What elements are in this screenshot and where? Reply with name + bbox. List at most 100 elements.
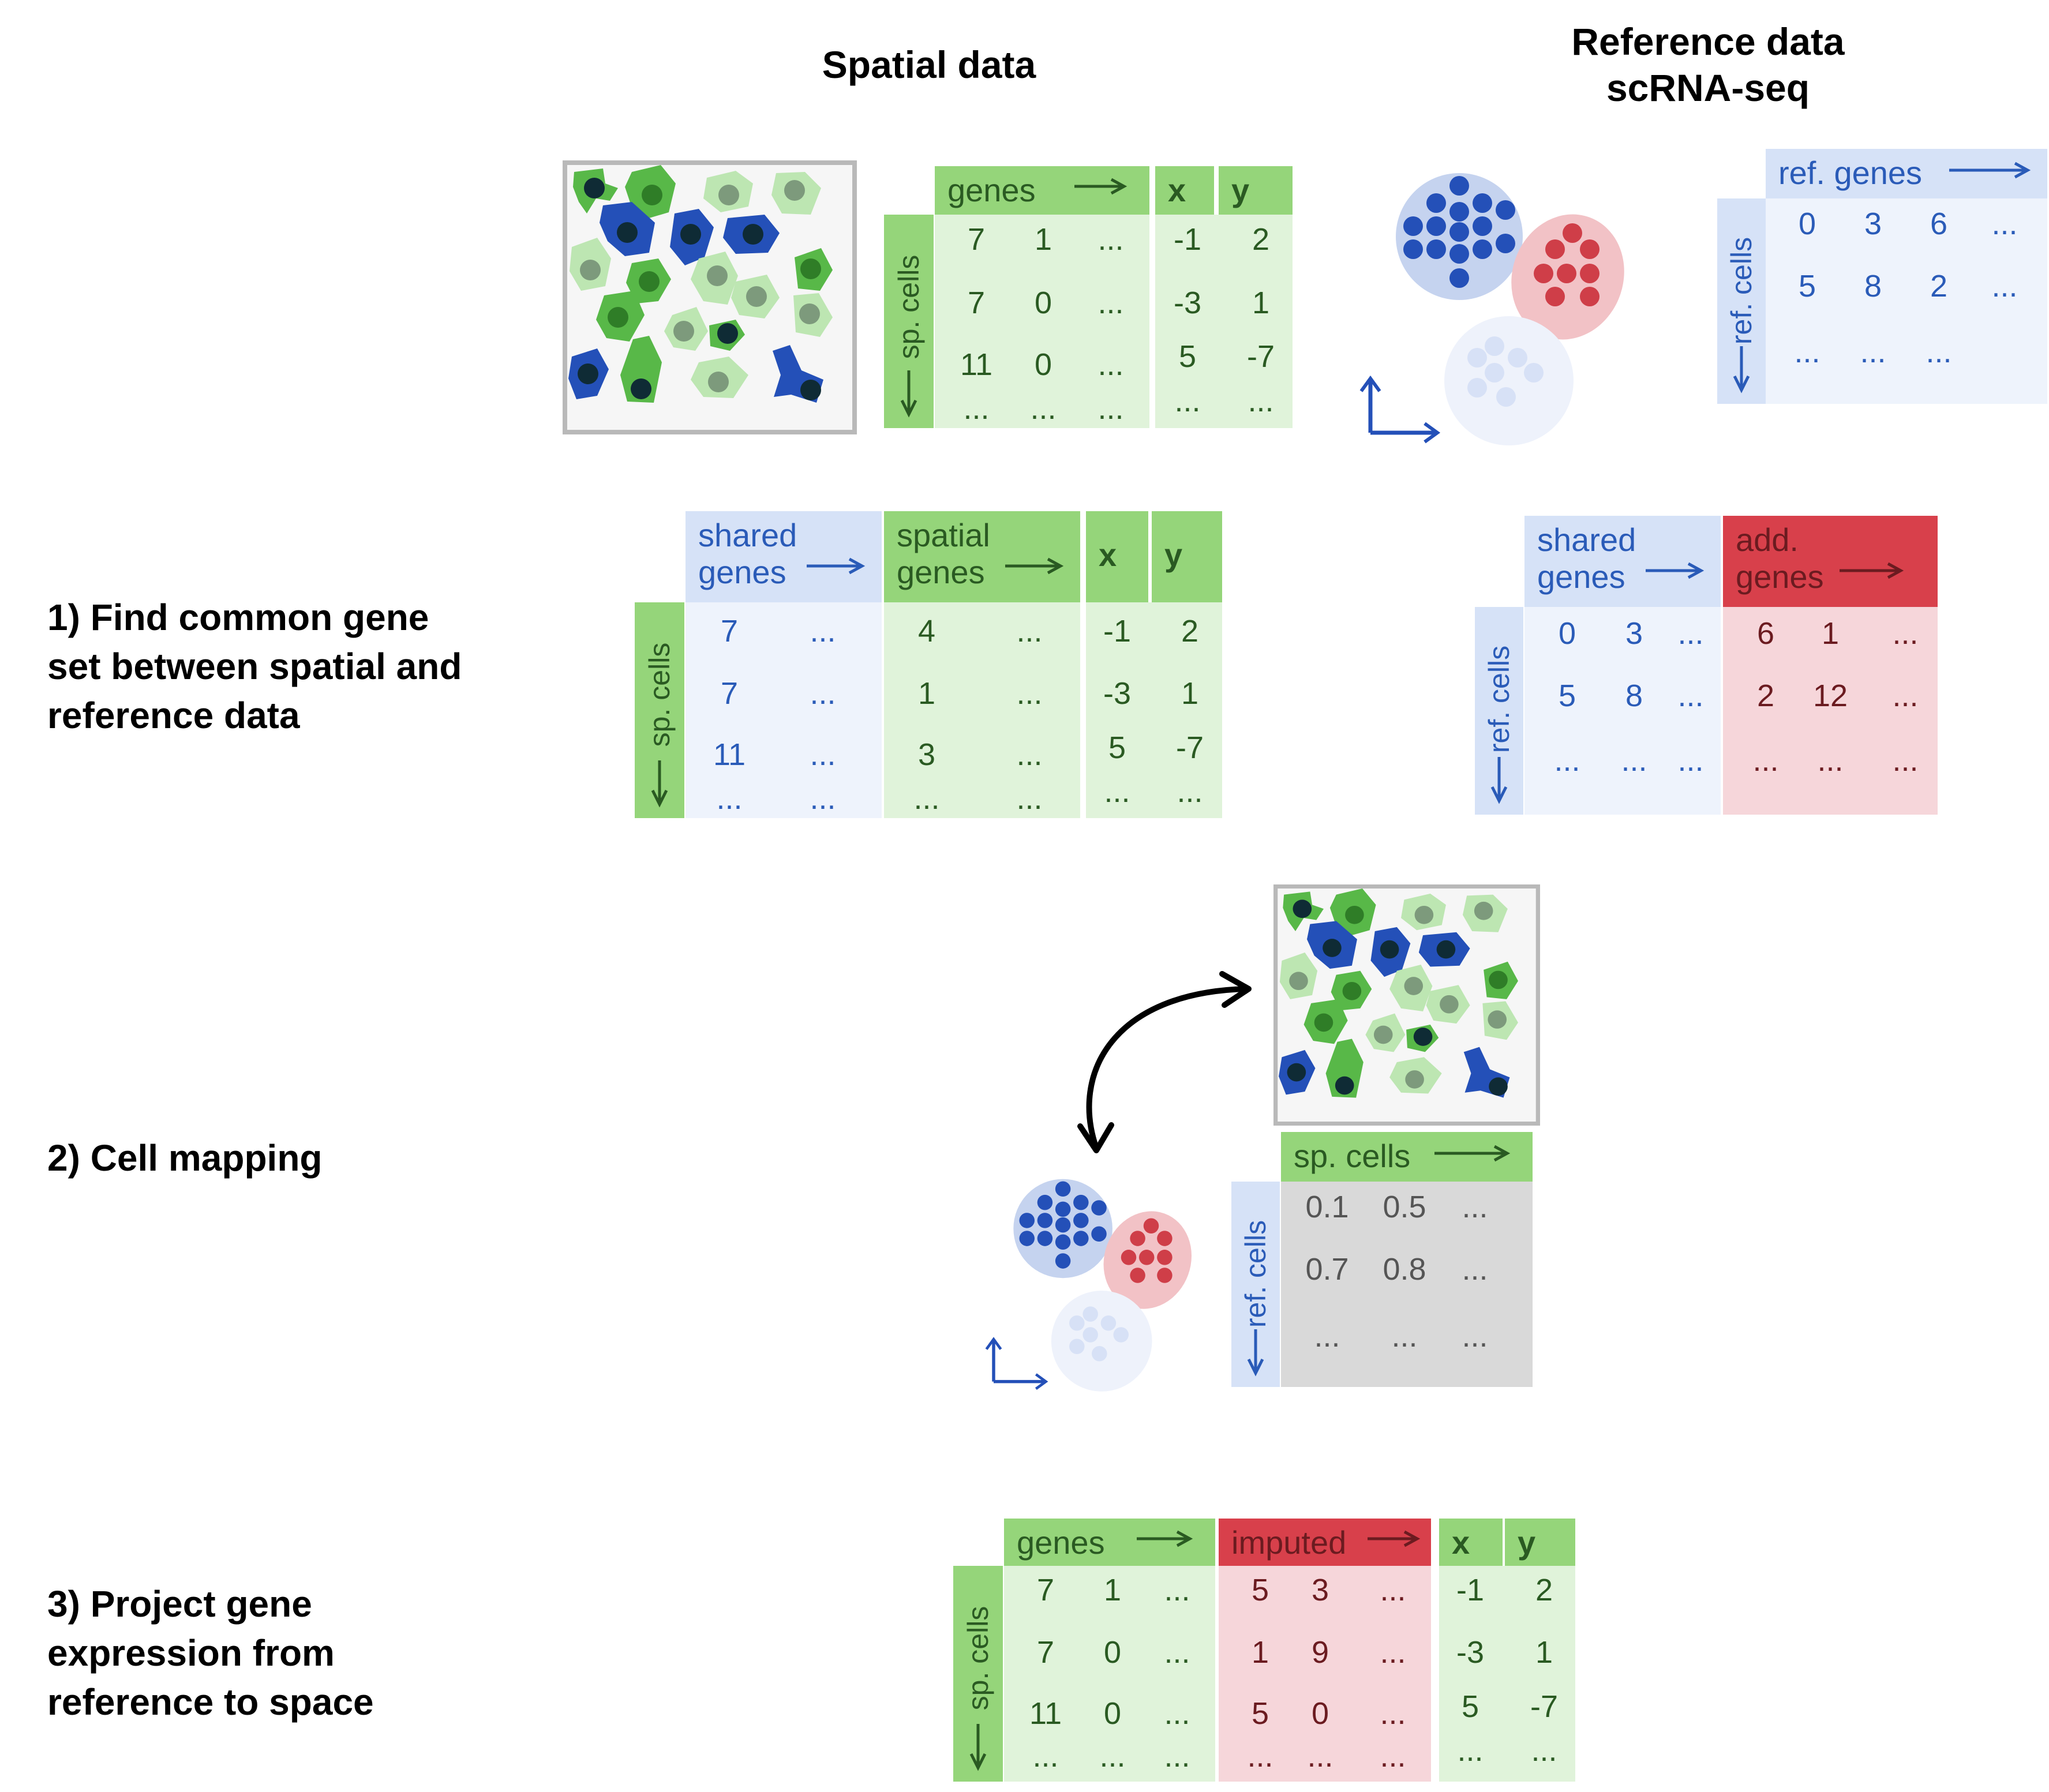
light-cluster [1444,316,1574,445]
s1-spatial-value: ... [913,781,940,816]
s3-genes-value: 1 [1103,1573,1122,1607]
tissue-cell [620,336,662,403]
s3-x-header: x [1439,1519,1503,1566]
s3-imputed-value: 5 [1251,1696,1269,1731]
s1-ref-shared-value: ... [1677,616,1704,651]
red-cell-dot [1130,1231,1145,1246]
blue-cell-dot [1496,200,1515,220]
row-arrow-icon [900,370,917,418]
s1-ref-add-value: ... [1892,616,1919,651]
s1-shared-value: ... [716,781,743,816]
blue-cell-dot [1073,1213,1089,1228]
spatial-genes-value: 7 [967,286,986,320]
light-cell-dot [1082,1306,1098,1322]
tissue-nucleus [631,378,651,399]
spatial-genes-header: genes [935,166,1149,215]
header-arrow-icon [807,557,866,575]
s3-genes-body [1004,1566,1215,1782]
light-cell-dot [1113,1327,1129,1343]
s3-imputed-value: ... [1247,1739,1273,1774]
red-cell-dot [1534,264,1553,283]
tissue-nucleus [1488,1010,1507,1029]
s1-ref-add-value: ... [1752,743,1779,778]
s3-xy-value: -7 [1530,1689,1558,1724]
red-cell-dot [1157,1231,1173,1246]
light-cell-dot [1467,378,1487,398]
s1-shared-body [686,602,882,818]
s3-xy-value: ... [1531,1733,1557,1768]
spatial-genes-value: ... [1097,391,1124,426]
tissue-nucleus [680,224,701,245]
spatial-xy-value: 1 [1252,286,1270,320]
s1-ref-add-value: ... [1817,743,1844,778]
light-cell-dot [1100,1315,1117,1331]
s3-imputed-value: ... [1380,1635,1406,1670]
header-arrow-icon [1074,178,1127,195]
s1-ref-shared-value: 8 [1625,678,1643,713]
s3-genes-value: ... [1164,1739,1190,1774]
ref-genes-value: ... [1991,269,2018,303]
s3-genes-value: 0 [1103,1635,1122,1670]
blue-cell-dot [1449,244,1469,264]
s3-imputed-value: 3 [1311,1573,1329,1607]
mapping-value: 0.1 [1305,1190,1349,1224]
row-arrow-icon [651,760,668,808]
tissue-cell [1325,1039,1363,1098]
spatial-tissue-image [563,160,857,434]
blue-cell-dot [1055,1234,1071,1250]
blue-cell-dot [1403,216,1423,236]
mapping-value: 0.8 [1383,1252,1426,1287]
s1-shared-header: shared genes [686,511,882,602]
blue-cell-dot [1426,216,1446,236]
spatial-genes-value: ... [963,391,990,426]
tissue-nucleus [743,224,763,245]
spatial-genes-value: ... [1097,222,1124,257]
blue-cell-dot [1449,222,1469,242]
s1-ref-add-header: add. genes [1723,516,1938,607]
red-cell-dot [1121,1250,1137,1265]
s3-xy-value: 2 [1535,1573,1553,1607]
s3-genes-value: ... [1032,1739,1059,1774]
blue-cell-dot [1091,1200,1107,1216]
mapping-value: ... [1462,1190,1488,1224]
s1-x-header: x [1086,511,1148,602]
blue-cell-dot [1073,1231,1089,1246]
s3-xy-body [1439,1566,1575,1782]
spatial-tissue-image-mapping [1273,884,1541,1126]
step2-label: 2) Cell mapping [47,1137,323,1179]
red-cell-dot [1138,1250,1155,1265]
ref-genes-value: ... [1794,335,1820,369]
tissue-nucleus [799,303,820,324]
blue-cell-dot [1091,1226,1107,1242]
spatial-xy-value: 2 [1252,222,1270,257]
ref-genes-body [1766,198,2047,404]
tissue-nucleus [639,271,660,292]
s3-imputed-value: 9 [1311,1635,1329,1670]
spatial-genes-value: 1 [1034,222,1052,257]
spatial-y-header: y [1219,166,1293,215]
s1-spatial-value: 4 [917,614,936,648]
s1-shared-value: 7 [720,614,739,648]
spatial-genes-value: ... [1097,286,1124,320]
s1-xy-value: 2 [1181,614,1199,648]
red-cell-dot [1557,264,1576,283]
spatial-genes-body [935,215,1149,428]
light-cell-dot [1496,387,1516,407]
light-cluster [1051,1291,1152,1392]
tissue-nucleus [580,260,601,280]
s3-xy-value: 1 [1535,1635,1553,1670]
tissue-nucleus [642,185,662,205]
s3-genes-value: 7 [1036,1573,1055,1607]
s1-ref-add-body [1723,607,1938,815]
spatial-genes-value: 7 [967,222,986,257]
mapping-value: ... [1314,1319,1340,1354]
red-cell-dot [1143,1218,1159,1234]
blue-cell-dot [1037,1213,1053,1228]
spatial-genes-value: ... [1030,391,1057,426]
tissue-nucleus [578,363,598,384]
s1-ref-add-value: 1 [1821,616,1840,651]
spatial-genes-value: 0 [1034,347,1052,382]
s1-shared-value: ... [810,614,836,648]
blue-cell-dot [1055,1217,1071,1233]
light-cell-dot [1524,363,1544,383]
